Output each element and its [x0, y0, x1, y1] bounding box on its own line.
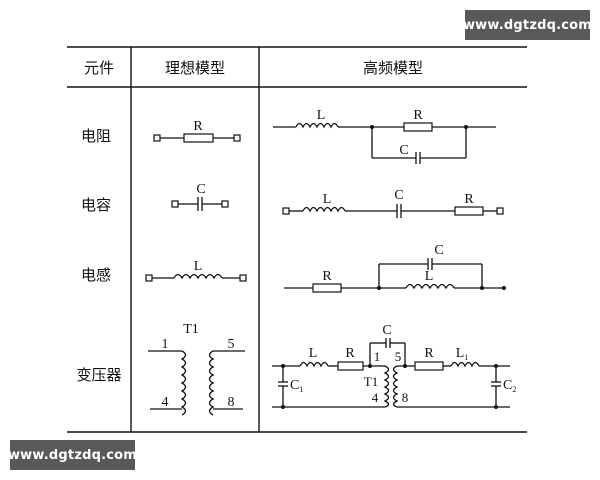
label-C: C	[196, 182, 205, 197]
row-label-inductor: 电感	[81, 266, 111, 284]
label-C-bridge: C	[382, 323, 391, 338]
header-high-frequency-model: 高频模型	[363, 59, 423, 77]
hf-resistor-circuit: L R C	[273, 108, 496, 164]
label-L: L	[194, 259, 203, 274]
label-T1: T1	[364, 374, 378, 389]
label-T1: T1	[183, 322, 199, 337]
table-grid	[67, 46, 527, 433]
ideal-resistor-symbol: R	[153, 119, 241, 143]
row-label-capacitor: 电容	[81, 196, 111, 214]
ideal-capacitor-symbol: C	[171, 182, 229, 211]
label-C1: C1	[290, 378, 303, 394]
watermark-bottom-left: www.dgtzdq.com	[8, 440, 137, 470]
label-pin-1: 1	[374, 349, 381, 364]
label-pin-4: 4	[372, 390, 379, 405]
label-pin-4: 4	[162, 395, 169, 410]
label-pin-8: 8	[228, 395, 235, 410]
label-C: C	[434, 243, 443, 258]
row-label-transformer: 变压器	[76, 366, 121, 384]
label-C2: C2	[503, 378, 516, 394]
label-R: R	[464, 192, 474, 207]
label-R: R	[322, 269, 332, 284]
ideal-inductor-symbol: L	[145, 259, 247, 282]
label-L: L	[317, 108, 326, 123]
hf-transformer-circuit: L R C 1 5 T1 4 8 R L1 C1 C2	[272, 323, 516, 409]
label-pin-8: 8	[402, 390, 409, 405]
label-L: L	[425, 269, 434, 284]
label-L: L	[309, 346, 318, 361]
label-R: R	[413, 108, 423, 123]
label-pin-5: 5	[228, 337, 235, 352]
label-pin-5: 5	[395, 349, 402, 364]
label-L: L	[323, 192, 332, 207]
label-R-right: R	[424, 346, 434, 361]
label-L1: L1	[456, 346, 469, 362]
label-C: C	[394, 188, 403, 203]
hf-capacitor-circuit: L C R	[282, 188, 504, 218]
row-label-resistor: 电阻	[81, 127, 111, 145]
label-R-left: R	[345, 346, 355, 361]
header-ideal-model: 理想模型	[165, 59, 225, 77]
ideal-transformer-symbol: T1 1 4 5 8	[148, 322, 245, 416]
label-R: R	[193, 119, 203, 134]
watermark-top-right: www.dgtzdq.com	[463, 10, 592, 40]
label-pin-1: 1	[162, 337, 169, 352]
header-component: 元件	[84, 59, 114, 77]
label-C: C	[399, 143, 408, 158]
hf-inductor-circuit: R C L	[284, 243, 506, 293]
